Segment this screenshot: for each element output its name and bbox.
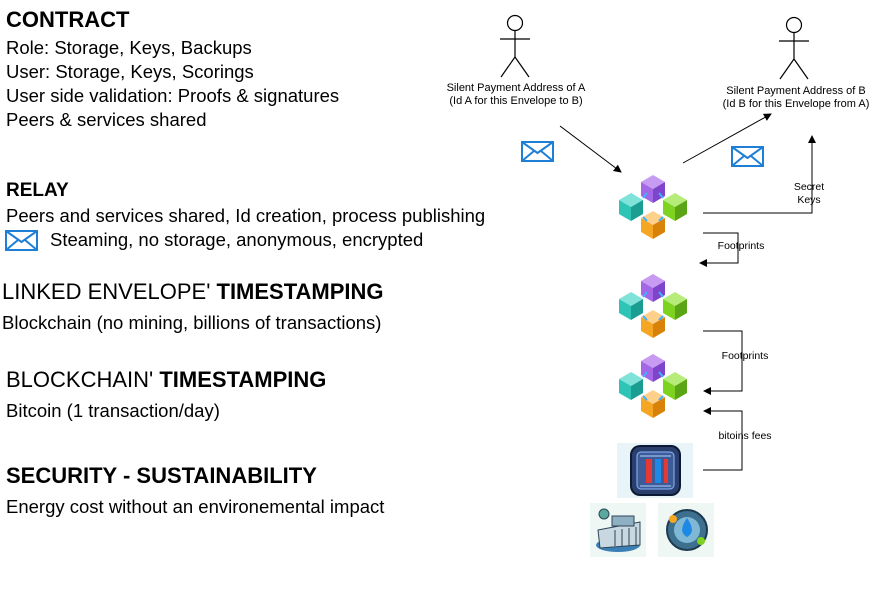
linked-envelope-title-bold: TIMESTAMPING	[216, 279, 384, 304]
blockchain-title-bold: TIMESTAMPING	[159, 367, 327, 392]
footprints-connector-2	[703, 330, 743, 395]
streaming-envelope-icon	[5, 230, 38, 251]
actor-b-label: Silent Payment Address of B (Id B for th…	[712, 85, 876, 111]
contract-line-user: User: Storage, Keys, Scorings	[6, 61, 254, 82]
contract-line-peers: Peers & services shared	[6, 109, 207, 130]
blockchain-title-regular: BLOCKCHAIN'	[6, 367, 160, 392]
secret-label-line: Secret	[793, 181, 825, 193]
relay-line-streaming: Steaming, no storage, anonymous, encrypt…	[50, 229, 424, 250]
security-title: SECURITY - SUSTAINABILITY	[6, 463, 317, 488]
secret-keys-connector	[703, 135, 816, 214]
footprints-connector-1	[699, 232, 739, 267]
footprints-label-1: Footprints	[717, 240, 765, 252]
contract-line-role: Role: Storage, Keys, Backups	[6, 37, 252, 58]
bitcoin-blockchain-icon	[618, 353, 688, 419]
footprints-label-2: Footprints	[721, 350, 769, 362]
relay-line-peers: Peers and services shared, Id creation, …	[6, 205, 486, 226]
actor-a-address: Silent Payment Address of A	[446, 82, 586, 94]
relay-blockchain-icon	[618, 174, 688, 240]
linked-envelope-line: Blockchain (no mining, billions of trans…	[2, 312, 382, 333]
bitcoin-fees-label: bitoins fees	[718, 430, 772, 442]
blockchain-title: BLOCKCHAIN' TIMESTAMPING	[6, 367, 326, 393]
linked-envelope-blockchain-icon	[618, 273, 688, 339]
linked-envelope-title-regular: LINKED ENVELOPE'	[2, 279, 217, 304]
arrow-relay-to-b	[682, 113, 772, 164]
processor-chip-icon	[617, 443, 693, 498]
actor-a-label: Silent Payment Address of A (Id A for th…	[435, 82, 597, 108]
secret-keys-label: Secret Keys	[786, 181, 832, 207]
relay-title: RELAY	[6, 180, 69, 201]
contract-line-validation: User side validation: Proofs & signature…	[6, 85, 340, 106]
green-datacenter-ship-icon	[590, 503, 646, 557]
arrow-a-to-relay	[559, 125, 622, 173]
keys-label-line: Keys	[797, 194, 821, 206]
contract-title: CONTRACT	[6, 7, 130, 32]
actor-b-id: (Id B for this Envelope from A)	[722, 98, 870, 110]
envelope-icon-to-relay	[521, 141, 554, 162]
linked-envelope-title: LINKED ENVELOPE' TIMESTAMPING	[2, 279, 384, 305]
actor-a-id: (Id A for this Envelope to B)	[449, 95, 583, 107]
user-b-actor-icon	[778, 16, 810, 80]
blockchain-line: Bitcoin (1 transaction/day)	[6, 400, 220, 421]
user-a-actor-icon	[499, 14, 531, 78]
security-line: Energy cost without an environemental im…	[6, 496, 385, 517]
actor-b-address: Silent Payment Address of B	[726, 85, 866, 97]
bitcoin-fees-connector	[703, 407, 743, 471]
envelope-icon-from-relay	[731, 146, 764, 167]
water-energy-globe-icon	[658, 503, 714, 557]
